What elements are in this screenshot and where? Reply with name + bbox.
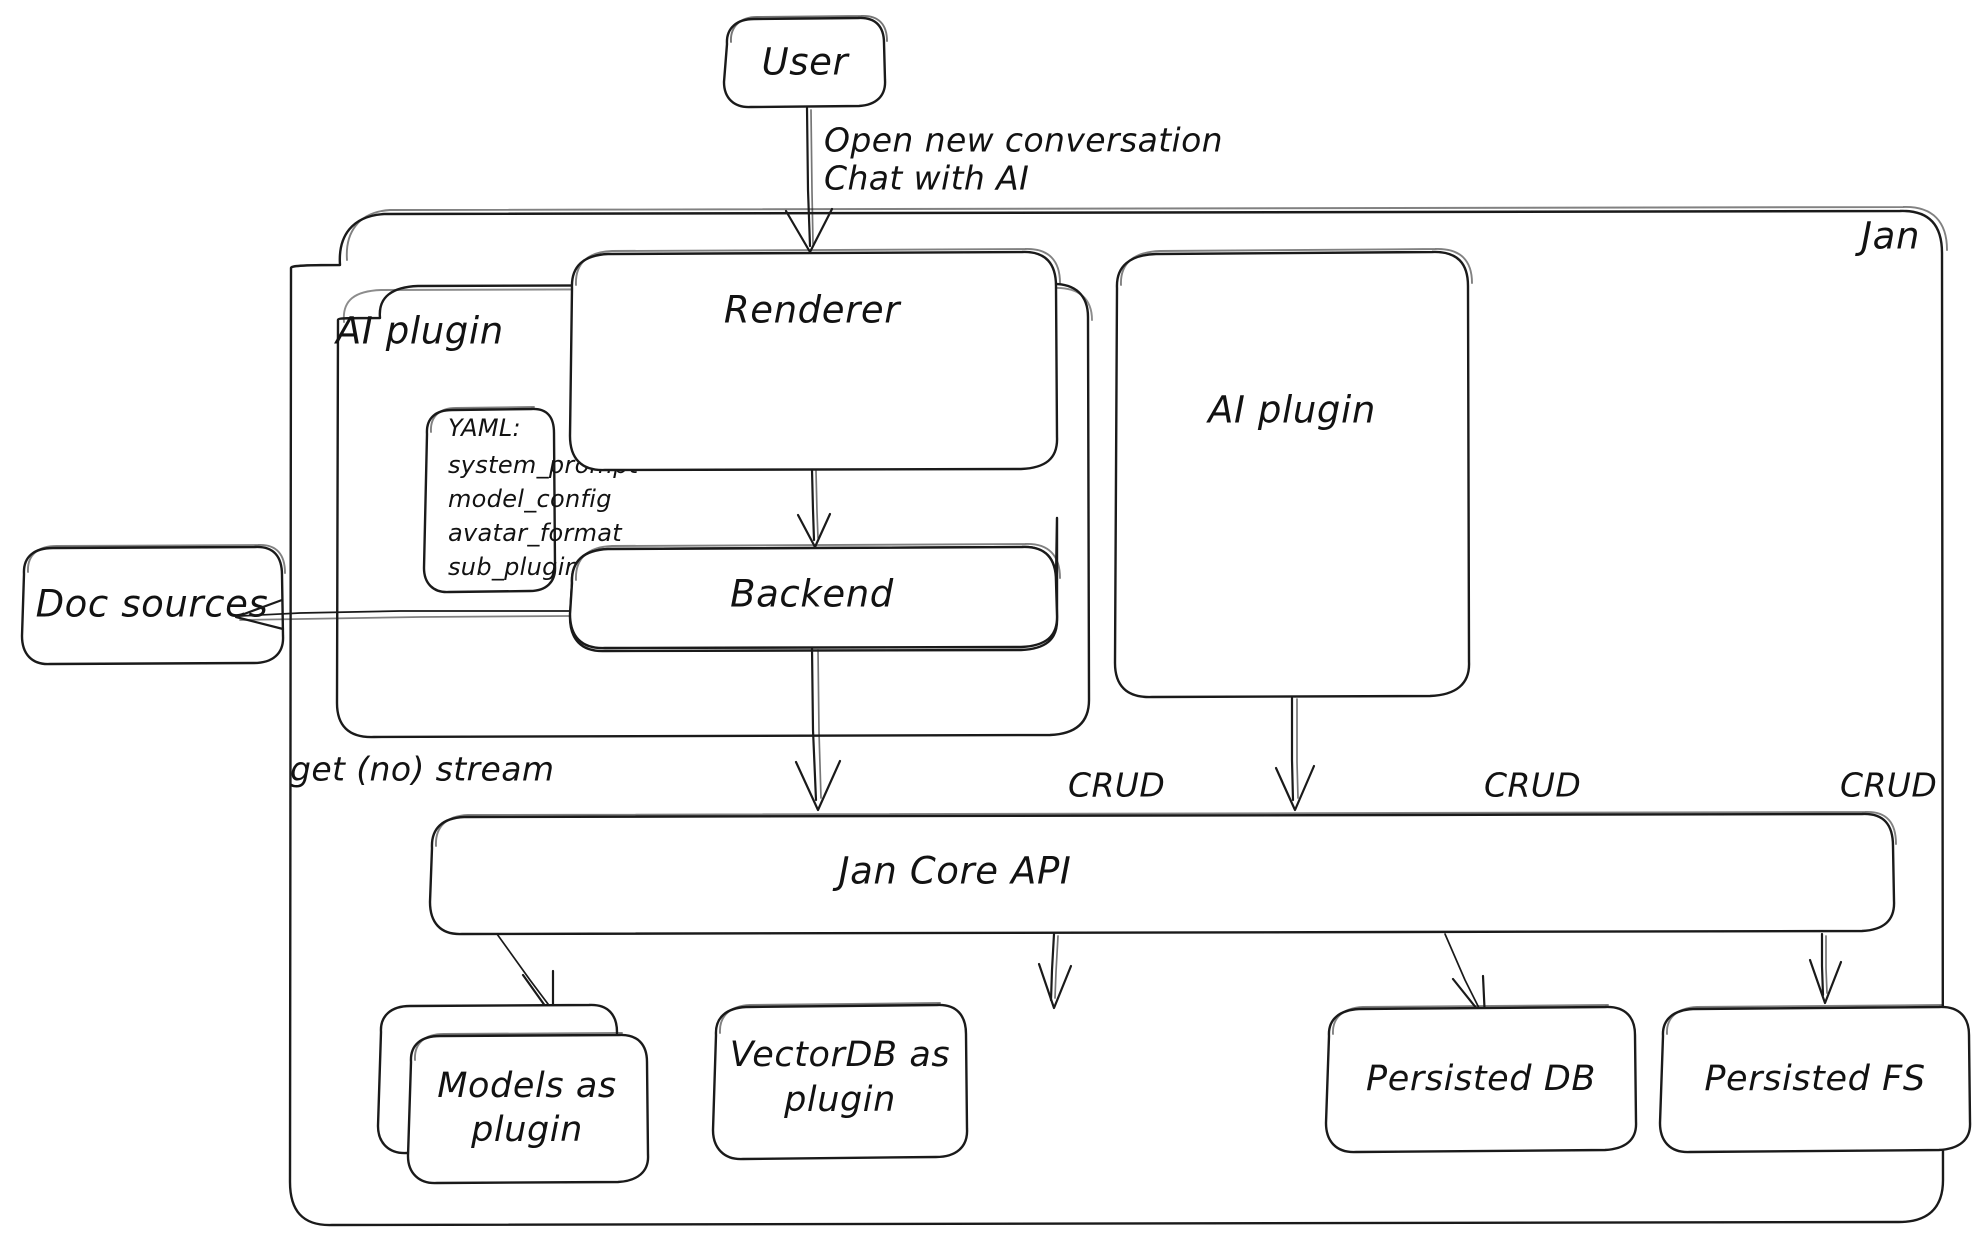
edge-label-crud-persisted-fs: CRUD	[1840, 766, 1937, 805]
edge-core-api-to-vectordb: CRUD	[1037, 766, 1165, 1010]
node-ai-plugin[interactable]: AI plugin	[1113, 248, 1473, 699]
edge-label-user-line2: Chat with AI	[824, 159, 1029, 198]
node-vectordb-plugin-label-line2: plugin	[783, 1080, 896, 1120]
node-doc-sources[interactable]: Doc sources	[20, 544, 286, 666]
node-user-label: User	[762, 41, 851, 84]
node-models-plugin-label-line2: plugin	[470, 1110, 583, 1150]
edge-label-crud-vectordb: CRUD	[1068, 766, 1165, 805]
node-doc-sources-label: Doc sources	[36, 583, 269, 626]
node-backend[interactable]: Backend	[568, 516, 1061, 653]
yaml-key-3: sub_plugins	[448, 553, 593, 581]
node-persisted-db-label: Persisted DB	[1366, 1059, 1596, 1099]
edge-renderer-to-backend	[796, 468, 832, 549]
group-jan-label: Jan	[1854, 215, 1920, 258]
node-persisted-fs[interactable]: Persisted FS	[1658, 1004, 1972, 1154]
edge-core-api-to-persisted-fs: CRUD	[1808, 766, 1937, 1005]
node-models-plugin[interactable]: Models as plugin	[376, 1003, 650, 1185]
edge-label-get-no-stream: get (no) stream	[290, 750, 554, 789]
edge-user-to-renderer: Open new conversation Chat with AI	[784, 106, 1223, 254]
node-models-plugin-label-line1: Models as	[437, 1066, 617, 1106]
node-persisted-fs-label: Persisted FS	[1704, 1059, 1925, 1099]
edge-core-api-to-models: get (no) stream	[290, 750, 555, 1019]
group-jan[interactable]: Jan	[288, 206, 1948, 1227]
yaml-key-1: model_config	[448, 485, 612, 513]
card-yaml-config[interactable]: YAML: system_prompt model_config avatar_…	[422, 406, 640, 594]
node-backend-label: Backend	[730, 573, 894, 616]
edge-backend-to-doc-sources	[234, 598, 570, 631]
yaml-heading: YAML:	[448, 414, 521, 442]
node-ai-plugin-label: AI plugin	[1206, 389, 1376, 432]
yaml-key-2: avatar_format	[448, 519, 623, 547]
node-vectordb-plugin-label-line1: VectorDB as	[730, 1035, 951, 1075]
edge-label-user-line1: Open new conversation	[824, 121, 1223, 160]
edge-backend-to-core-api	[794, 646, 842, 812]
node-vectordb-plugin[interactable]: VectorDB as plugin	[711, 1002, 969, 1161]
node-persisted-db[interactable]: Persisted DB	[1324, 1004, 1638, 1154]
node-jan-core-api[interactable]: Jan Core API	[428, 811, 1897, 936]
edge-label-crud-persisted-db: CRUD	[1484, 766, 1581, 805]
node-renderer-label: Renderer	[724, 289, 902, 332]
edge-ai-plugin-to-core-api	[1274, 696, 1316, 812]
group-ai-plugin-label: AI plugin	[334, 310, 504, 353]
node-jan-core-api-label: Jan Core API	[832, 850, 1072, 893]
node-user[interactable]: User	[722, 15, 888, 109]
node-renderer[interactable]: Renderer	[568, 248, 1061, 472]
